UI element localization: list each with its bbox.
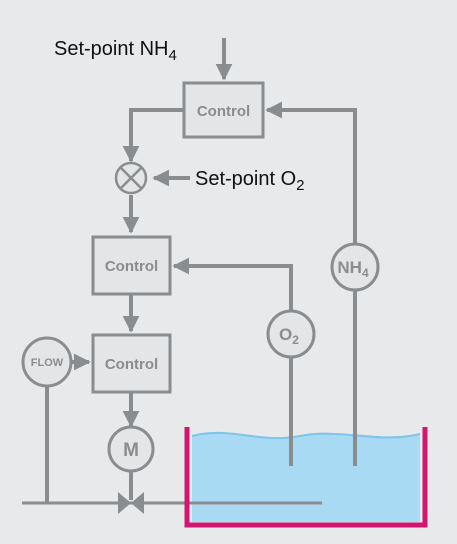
control-middle-label: Control	[105, 258, 158, 275]
control-box-bottom	[91, 333, 172, 394]
control-top-output-line	[122, 108, 183, 163]
motor	[107, 425, 155, 473]
motor-label: M	[123, 440, 139, 461]
o2-sensor-label: O2	[279, 325, 299, 347]
nh4-feedback-line	[265, 101, 357, 244]
nh4-sensor	[330, 242, 380, 292]
tank-walls	[184, 427, 428, 528]
flow-sensor	[21, 336, 73, 388]
o2-sensor	[266, 309, 316, 359]
tank-water	[192, 432, 420, 522]
valve-icon	[118, 492, 144, 514]
control-box-top	[182, 81, 265, 139]
setpoint-o2-label: Set-point O2	[195, 168, 305, 194]
control-bottom-label: Control	[105, 356, 158, 373]
nh4-sensor-label: NH4	[337, 258, 369, 280]
summing-junction-icon	[114, 161, 148, 195]
o2-feedback-line	[172, 257, 293, 312]
setpoint-nh4-label: Set-point NH4	[54, 38, 177, 64]
control-top-label: Control	[197, 103, 250, 120]
flow-sensor-label: FLOW	[31, 357, 64, 369]
water-surface	[191, 431, 421, 440]
control-box-middle	[91, 235, 172, 296]
